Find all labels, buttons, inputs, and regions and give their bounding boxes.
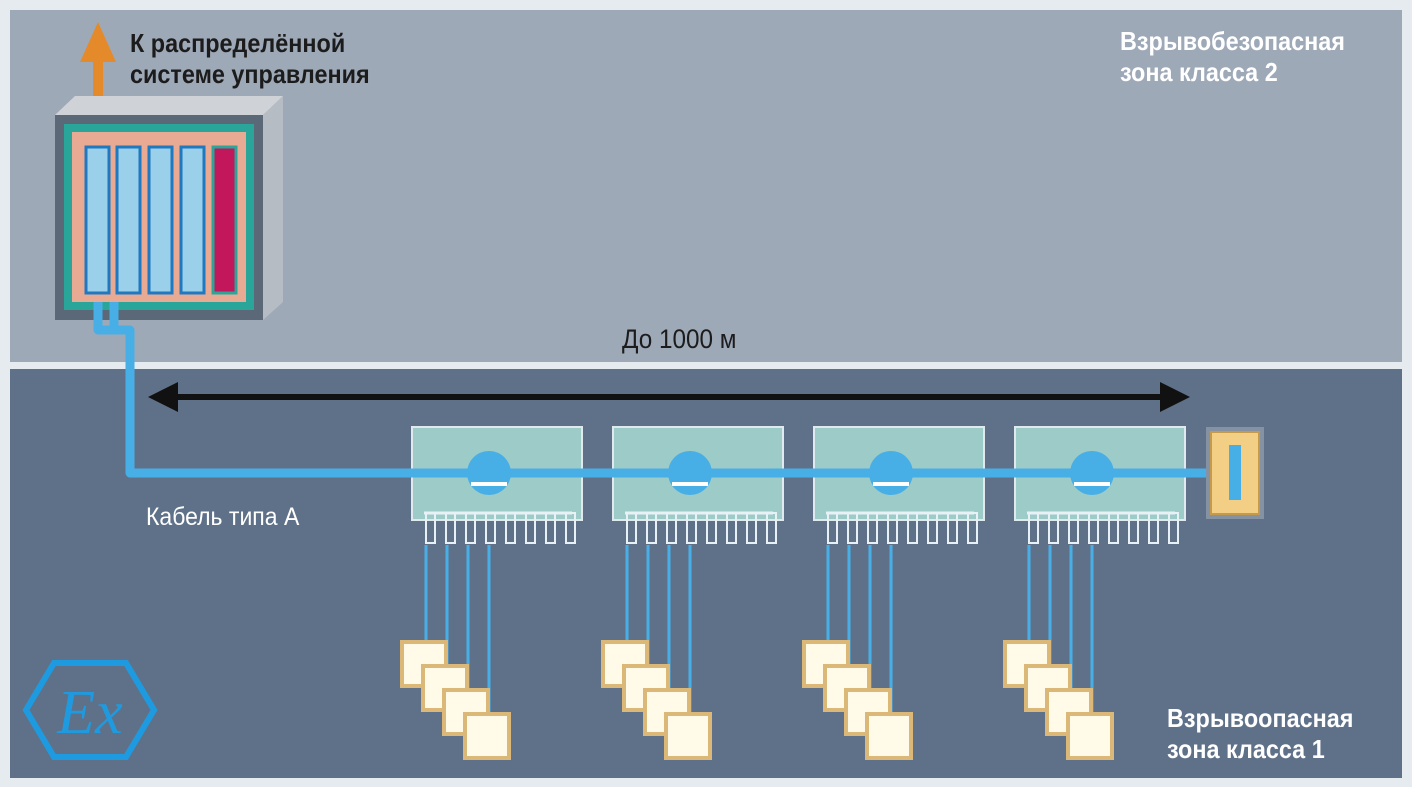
- cable-tap-1: [467, 451, 511, 495]
- distance-arrow: [148, 382, 1190, 412]
- cable-tap-3: [869, 451, 913, 495]
- field-device-group-4: [1003, 640, 1114, 760]
- controller-cabinet: [55, 96, 283, 320]
- field-device: [463, 712, 511, 760]
- cable-tap-2: [668, 451, 712, 495]
- safe-zone-label: Взрывобезопасная зона класса 2: [1120, 26, 1345, 88]
- ex-mark-text: Ex: [56, 679, 123, 747]
- field-devices: [400, 640, 1114, 760]
- cable-type-label: Кабель типа А: [146, 503, 300, 531]
- distance-label: До 1000 м: [622, 324, 737, 354]
- ex-hazard-icon: Ex: [22, 660, 158, 760]
- field-device-group-1: [400, 640, 511, 760]
- field-device-group-2: [601, 640, 712, 760]
- cable-tap-4: [1070, 451, 1114, 495]
- bus-terminator: [1206, 427, 1264, 519]
- dcs-label: К распределённой системе управления: [130, 28, 370, 90]
- io-module-1: [84, 145, 111, 295]
- io-module-3: [147, 145, 174, 295]
- field-device-group-3: [802, 640, 913, 760]
- power-module: [211, 145, 238, 295]
- field-device: [664, 712, 712, 760]
- io-module-4: [179, 145, 206, 295]
- field-device: [1066, 712, 1114, 760]
- field-device: [865, 712, 913, 760]
- hazard-zone-label: Взрывоопасная зона класса 1: [1167, 703, 1354, 765]
- io-module-2: [115, 145, 142, 295]
- cable-taps: [467, 451, 1114, 495]
